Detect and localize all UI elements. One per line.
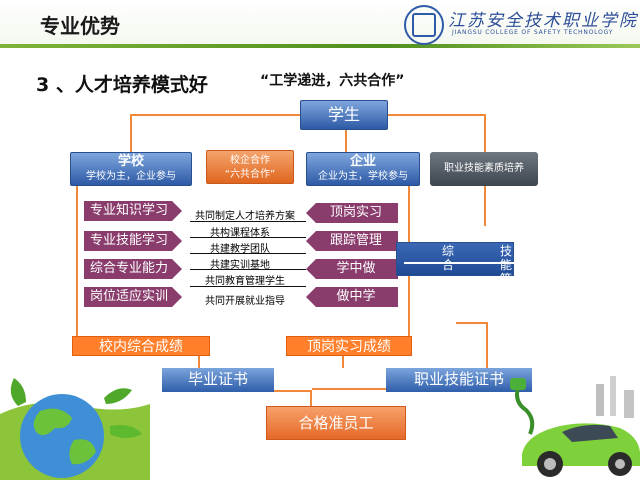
header-bar [0, 0, 640, 46]
coop-item-management: 共同教育管理学生 [205, 276, 285, 287]
coop-divider [190, 269, 306, 270]
comprehensive-label: 综合 [442, 244, 455, 272]
page-title: 专业优势 [40, 14, 120, 38]
school-logo-icon [404, 5, 444, 45]
assessment-divider [404, 262, 576, 264]
skill-training-node: 职业技能素质培养 [430, 152, 538, 186]
coop-divider [190, 237, 306, 238]
school-item-ability: 综合专业能力 [84, 259, 182, 279]
section-subheading: “工学递进，六共合作” [260, 73, 405, 89]
school-item-skills: 专业技能学习 [84, 231, 182, 251]
coop-node-title: 校企合作 [230, 155, 270, 166]
enterprise-node: 企业 企业为主，学校参与 [306, 152, 420, 186]
coop-item-plan: 共同制定人才培养方案 [195, 211, 295, 222]
coop-item-team: 共建教学团队 [210, 244, 270, 255]
campus-score-node: 校内综合成绩 [72, 336, 210, 356]
internship-score-node: 顶岗实习成绩 [286, 336, 412, 356]
coop-node: 校企合作 “六共合作” [206, 150, 294, 184]
enterprise-item-tracking: 跟踪管理 [306, 231, 398, 251]
school-node-title: 学校 [117, 154, 144, 169]
coop-divider [190, 221, 306, 222]
school-node-subtitle: 学校为主，企业参与 [86, 171, 176, 182]
coop-divider [190, 286, 306, 287]
school-item-practice: 岗位适应实训 [84, 287, 182, 307]
enterprise-item-doing-learn: 做中学 [306, 287, 398, 307]
coop-item-base: 共建实训基地 [210, 260, 270, 271]
diploma-node: 毕业证书 [162, 368, 274, 392]
school-name: 江苏安全技术职业学院 [448, 11, 638, 31]
enterprise-item-internship: 顶岗实习 [306, 203, 398, 223]
student-node: 学生 [300, 100, 388, 130]
qualified-employee-node: 合格准员工 [266, 406, 406, 440]
school-name-en: JIANGSU COLLEGE OF SAFETY TECHNOLOGY [452, 29, 614, 36]
coop-item-curriculum: 共构课程体系 [210, 228, 270, 239]
enterprise-item-learn-doing: 学中做 [306, 259, 398, 279]
assessment-box [396, 242, 514, 276]
coop-item-employment: 共同开展就业指导 [205, 296, 285, 307]
school-node: 学校 学校为主，企业参与 [70, 152, 192, 186]
school-logo-inner-icon [412, 13, 436, 37]
electric-car-illustration [510, 376, 640, 477]
enterprise-node-subtitle: 企业为主，学校参与 [318, 171, 408, 182]
coop-divider [190, 253, 306, 254]
skill-cert-node: 职业技能证书 [386, 368, 532, 392]
section-heading: 3 、人才培养模式好 [36, 74, 208, 96]
enterprise-node-title: 企业 [349, 154, 376, 169]
skill-level-label: 技能等 [500, 244, 513, 286]
school-item-knowledge: 专业知识学习 [84, 201, 182, 221]
globe-illustration [0, 378, 150, 480]
header-divider [0, 44, 640, 48]
coop-node-subtitle: “六共合作” [224, 169, 276, 180]
